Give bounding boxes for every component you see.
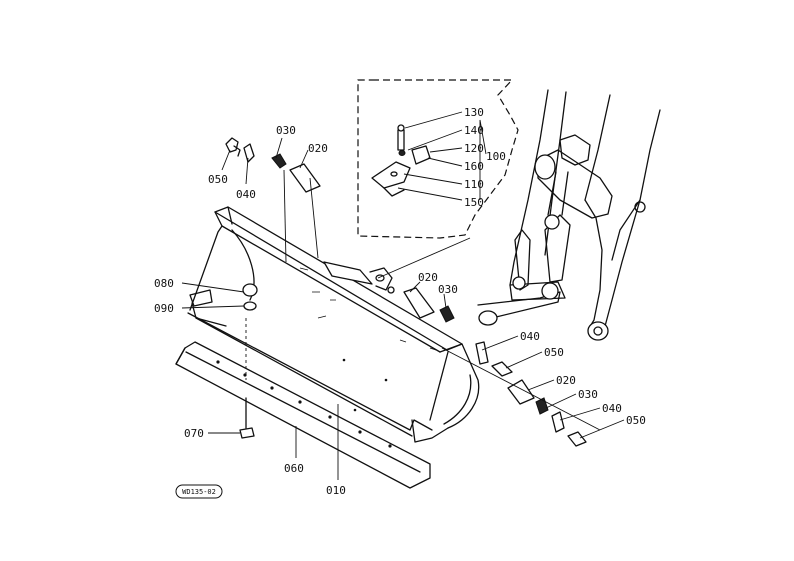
callout-090: 090 xyxy=(154,302,174,315)
callout-120: 120 xyxy=(464,142,484,155)
bucket xyxy=(187,206,480,443)
cutting-edge xyxy=(175,341,431,489)
callout-030-mid: 030 xyxy=(438,283,458,296)
nut-080 xyxy=(242,283,258,297)
callout-080: 080 xyxy=(154,277,174,290)
bolt-070 xyxy=(239,318,255,439)
callout-020-low: 020 xyxy=(556,374,576,387)
callout-050-top: 050 xyxy=(208,173,228,186)
loader-arm xyxy=(477,89,661,341)
drawing-code-badge: WD135-02 xyxy=(175,484,223,499)
callout-130: 130 xyxy=(464,106,484,119)
callout-010: 010 xyxy=(326,484,346,497)
callout-040-mid: 040 xyxy=(520,330,540,343)
callout-040-top: 040 xyxy=(236,188,256,201)
callout-100: 100 xyxy=(486,150,506,163)
callout-030-low: 030 xyxy=(578,388,598,401)
mid-pin-set xyxy=(377,237,471,323)
callout-030-top: 030 xyxy=(276,124,296,137)
lower-pin-set xyxy=(441,341,601,447)
callout-070: 070 xyxy=(184,427,204,440)
callout-140: 140 xyxy=(464,124,484,137)
detail-box xyxy=(357,79,519,239)
callout-020-mid: 020 xyxy=(418,271,438,284)
callout-050-mid: 050 xyxy=(544,346,564,359)
hook-assembly xyxy=(371,124,431,197)
callout-040-low: 040 xyxy=(602,402,622,415)
leader-lines xyxy=(181,111,625,480)
callout-050-low: 050 xyxy=(626,414,646,427)
washer-090 xyxy=(243,301,257,311)
callout-labels: 130 140 120 100 160 110 150 030 020 050 … xyxy=(154,106,646,497)
callout-110: 110 xyxy=(464,178,484,191)
top-pin-set xyxy=(225,137,321,263)
callout-060: 060 xyxy=(284,462,304,475)
callout-150: 150 xyxy=(464,196,484,209)
callout-160: 160 xyxy=(464,160,484,173)
callout-020-top: 020 xyxy=(308,142,328,155)
drawing-code: WD135-02 xyxy=(182,488,216,496)
